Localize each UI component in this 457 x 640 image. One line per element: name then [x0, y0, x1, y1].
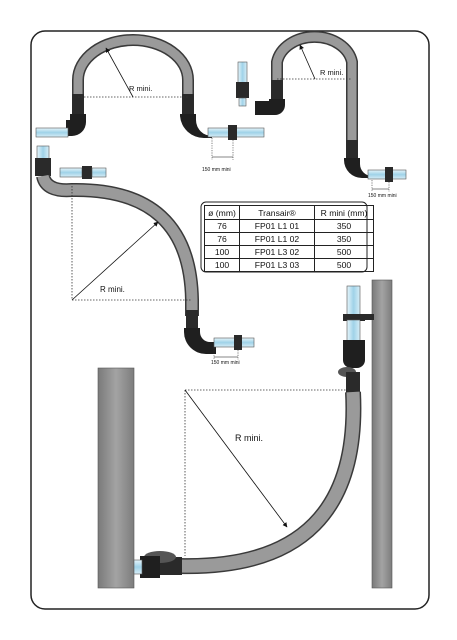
cell-reference: FP01 L3 02	[239, 245, 315, 259]
right-wall	[371, 279, 393, 589]
cell-rmini: 500	[314, 258, 374, 272]
r-mini-label-3: R mini.	[100, 285, 125, 294]
cell-diameter: 100	[204, 245, 240, 259]
dimension-150mm-label-3: 150 mm mini	[211, 360, 240, 366]
wall-to-wall-assembly	[97, 279, 393, 589]
u-bend-assembly	[35, 34, 265, 160]
cell-rmini: 350	[314, 219, 374, 233]
col-diameter-header: ø (mm)	[204, 205, 240, 220]
left-wall	[97, 367, 135, 589]
quarter-bend-assembly	[35, 145, 255, 360]
r-mini-label-4: R mini.	[235, 433, 263, 443]
table-row: 76 FP01 L1 01 350	[204, 219, 374, 233]
dimension-150mm-label-1: 150 mm mini	[202, 167, 231, 173]
cell-diameter: 76	[204, 232, 240, 246]
col-rmini-header: R mini (mm)	[314, 205, 374, 220]
col-reference-header: Transair®	[239, 205, 315, 220]
bend-radius-table: ø (mm) Transair® R mini (mm) 76 FP01 L1 …	[204, 205, 374, 272]
table-row: 76 FP01 L1 02 350	[204, 232, 374, 246]
wall-bend-assembly	[236, 30, 407, 192]
table-row: 100 FP01 L3 02 500	[204, 245, 374, 259]
table-header-row: ø (mm) Transair® R mini (mm)	[204, 205, 374, 220]
page-frame	[30, 30, 430, 610]
cell-reference: FP01 L1 02	[239, 232, 315, 246]
cell-reference: FP01 L1 01	[239, 219, 315, 233]
table-row: 100 FP01 L3 03 500	[204, 258, 374, 272]
cell-rmini: 350	[314, 232, 374, 246]
cell-diameter: 76	[204, 219, 240, 233]
cell-diameter: 100	[204, 258, 240, 272]
cell-rmini: 500	[314, 245, 374, 259]
r-mini-label-2: R mini.	[320, 68, 343, 77]
cell-reference: FP01 L3 03	[239, 258, 315, 272]
dimension-150mm-label-2: 150 mm mini	[368, 193, 397, 199]
r-mini-label-1: R mini.	[129, 84, 152, 93]
